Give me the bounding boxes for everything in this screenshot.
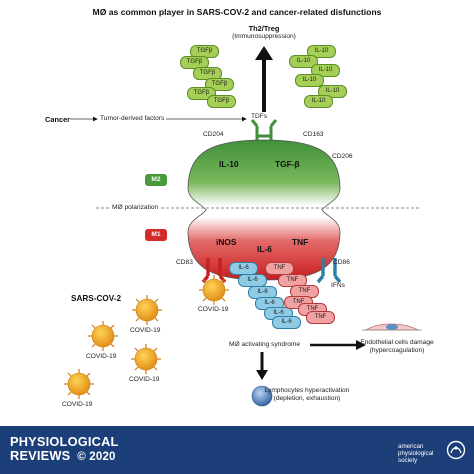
- covid-label: COVID-19: [129, 376, 160, 383]
- tdfs-label: TDFs: [251, 113, 268, 120]
- upward-arrow-head: [255, 46, 273, 60]
- journal-footer: PHYSIOLOGICAL REVIEWS © 2020 american ph…: [0, 426, 474, 474]
- th2-treg-label: Th2/Treg: [248, 24, 280, 33]
- society-logo-icon: [446, 440, 466, 460]
- sars-cov-2-title: SARS-COV-2: [71, 294, 122, 303]
- cd86-label: CD86: [333, 259, 350, 266]
- il10-pill: IL-10: [289, 55, 318, 68]
- cancer-label: Cancer: [45, 115, 71, 124]
- macrophage-cell: [187, 139, 341, 281]
- journal-line-1: PHYSIOLOGICAL: [10, 434, 119, 449]
- journal-name: PHYSIOLOGICAL REVIEWS © 2020: [10, 435, 119, 464]
- society-line-3: society: [398, 457, 418, 464]
- lymphocytes-label: Lymphocytes hyperactivation: [264, 387, 350, 394]
- activating-syndrome-label: MØ activating syndrome: [229, 341, 301, 348]
- cd163-label: CD163: [303, 131, 324, 138]
- society-line-1: american: [398, 443, 424, 450]
- cd204-label: CD204: [203, 131, 224, 138]
- cd83-receptor-icon: [201, 258, 227, 284]
- il10-pill: IL-10: [318, 85, 347, 98]
- il10-pill: IL-10: [295, 74, 324, 87]
- diagram-graphics: [64, 46, 422, 407]
- il6-pill: IL-6: [272, 316, 301, 329]
- tnf-pill: TNF: [306, 311, 335, 324]
- tumor-factors-label: Tumor-derived factors: [100, 115, 165, 122]
- il10-pill: IL-10: [311, 64, 340, 77]
- cell-tgfb-label: TGF-β: [275, 159, 300, 169]
- virus-icon-attached: [199, 275, 229, 305]
- cell-il10-label: IL-10: [219, 159, 239, 169]
- lymphocyte-icon: [251, 385, 273, 407]
- polarization-label: MØ polarization: [110, 204, 161, 211]
- tdf-receptor-icon: [250, 119, 278, 140]
- covid-label: COVID-19: [130, 327, 161, 334]
- il10-pill: IL-10: [307, 45, 336, 58]
- m1-tag: M1: [145, 229, 167, 241]
- cd206-label: CD206: [332, 153, 353, 160]
- journal-line-2: REVIEWS: [10, 448, 71, 463]
- virus-icon-2: [88, 321, 118, 351]
- society-name: american physiological society: [398, 443, 433, 464]
- hypercoagulation-label: (hypercoagulation): [369, 347, 425, 354]
- depletion-label: (depletion, exhaustion): [273, 395, 341, 402]
- journal-year: © 2020: [77, 451, 116, 463]
- cell-il6-label: IL-6: [257, 244, 272, 254]
- covid-label: COVID-19: [62, 401, 93, 408]
- virus-icon-4: [64, 369, 94, 399]
- society-line-2: physiological: [398, 450, 434, 457]
- virus-icon-1: [132, 295, 162, 325]
- figure-title: MØ as common player in SARS-COV-2 and ca…: [92, 7, 382, 17]
- il10-pill: IL-10: [304, 95, 333, 108]
- immunosuppression-label: (Immunosuppression): [232, 33, 296, 40]
- ifns-label: IFNs: [331, 282, 345, 289]
- covid-label: COVID-19: [86, 353, 117, 360]
- cd83-label: CD83: [176, 259, 193, 266]
- cell-inos-label: iNOS: [216, 237, 237, 247]
- tgfb-pill: TGFβ: [207, 95, 236, 108]
- cell-tnf-label: TNF: [292, 237, 309, 247]
- endothelial-damage-label: Endothelial cells damage: [360, 339, 434, 346]
- m2-tag: M2: [145, 174, 167, 186]
- virus-icon-3: [131, 344, 161, 374]
- endothelial-cell-icon: [362, 323, 422, 331]
- ifn-receptor-icon: [316, 258, 342, 284]
- covid-label: COVID-19: [198, 306, 229, 313]
